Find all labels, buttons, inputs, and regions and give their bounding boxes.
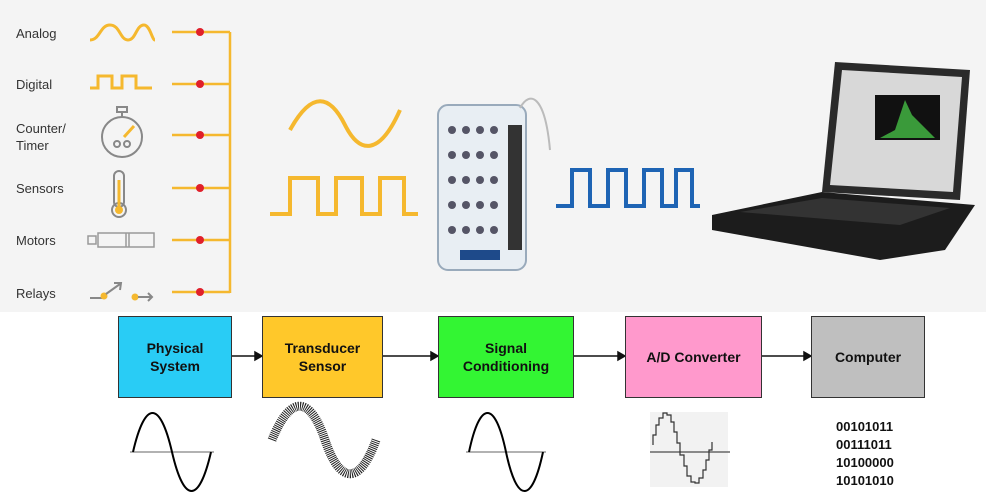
thermometer-icon — [111, 170, 127, 218]
laptop-image — [712, 62, 975, 260]
pipeline-arrows — [232, 350, 813, 362]
binary-line: 10101010 — [836, 473, 894, 488]
connection-dots — [196, 28, 204, 296]
label-analog: Analog — [16, 26, 57, 41]
relay-icon — [90, 282, 154, 302]
digital-wave-icon — [90, 74, 152, 90]
motor-icon — [87, 232, 155, 248]
noisy-sensor-wave — [267, 402, 381, 478]
big-analog-wave — [288, 99, 402, 148]
physical-sine-wave — [130, 412, 214, 492]
daq-device-image — [437, 97, 551, 271]
big-digital-wave — [270, 176, 418, 216]
block-label: Physical System — [146, 340, 204, 374]
label-counter-timer: Counter/ Timer — [16, 121, 66, 153]
label-digital: Digital — [16, 77, 53, 92]
block-ad-converter: A/D Converter — [625, 316, 762, 398]
block-label: Transducer Sensor — [284, 340, 361, 374]
conditioned-sine-wave — [466, 412, 546, 492]
block-signal-conditioning: Signal Conditioning — [438, 316, 574, 398]
label-motors: Motors — [16, 233, 56, 248]
binary-line: 00101011 — [836, 419, 894, 434]
digital-output-wave — [556, 168, 700, 208]
label-sensors: Sensors — [16, 181, 64, 196]
sampled-stepped-wave — [650, 412, 730, 487]
block-physical-system: Physical System — [118, 316, 232, 398]
block-label: Signal Conditioning — [462, 340, 550, 374]
signal-bus — [172, 30, 232, 294]
block-label: Computer — [834, 349, 902, 365]
binary-line: 00111011 — [836, 437, 892, 452]
block-label: A/D Converter — [646, 349, 741, 365]
block-computer: Computer — [811, 316, 925, 398]
binary-output: 00101011 00111011 10100000 10101010 — [836, 418, 894, 490]
block-transducer-sensor: Transducer Sensor — [262, 316, 383, 398]
label-relays: Relays — [16, 286, 56, 301]
analog-wave-icon — [89, 23, 156, 42]
stopwatch-icon — [101, 106, 143, 158]
binary-line: 10100000 — [836, 455, 894, 470]
